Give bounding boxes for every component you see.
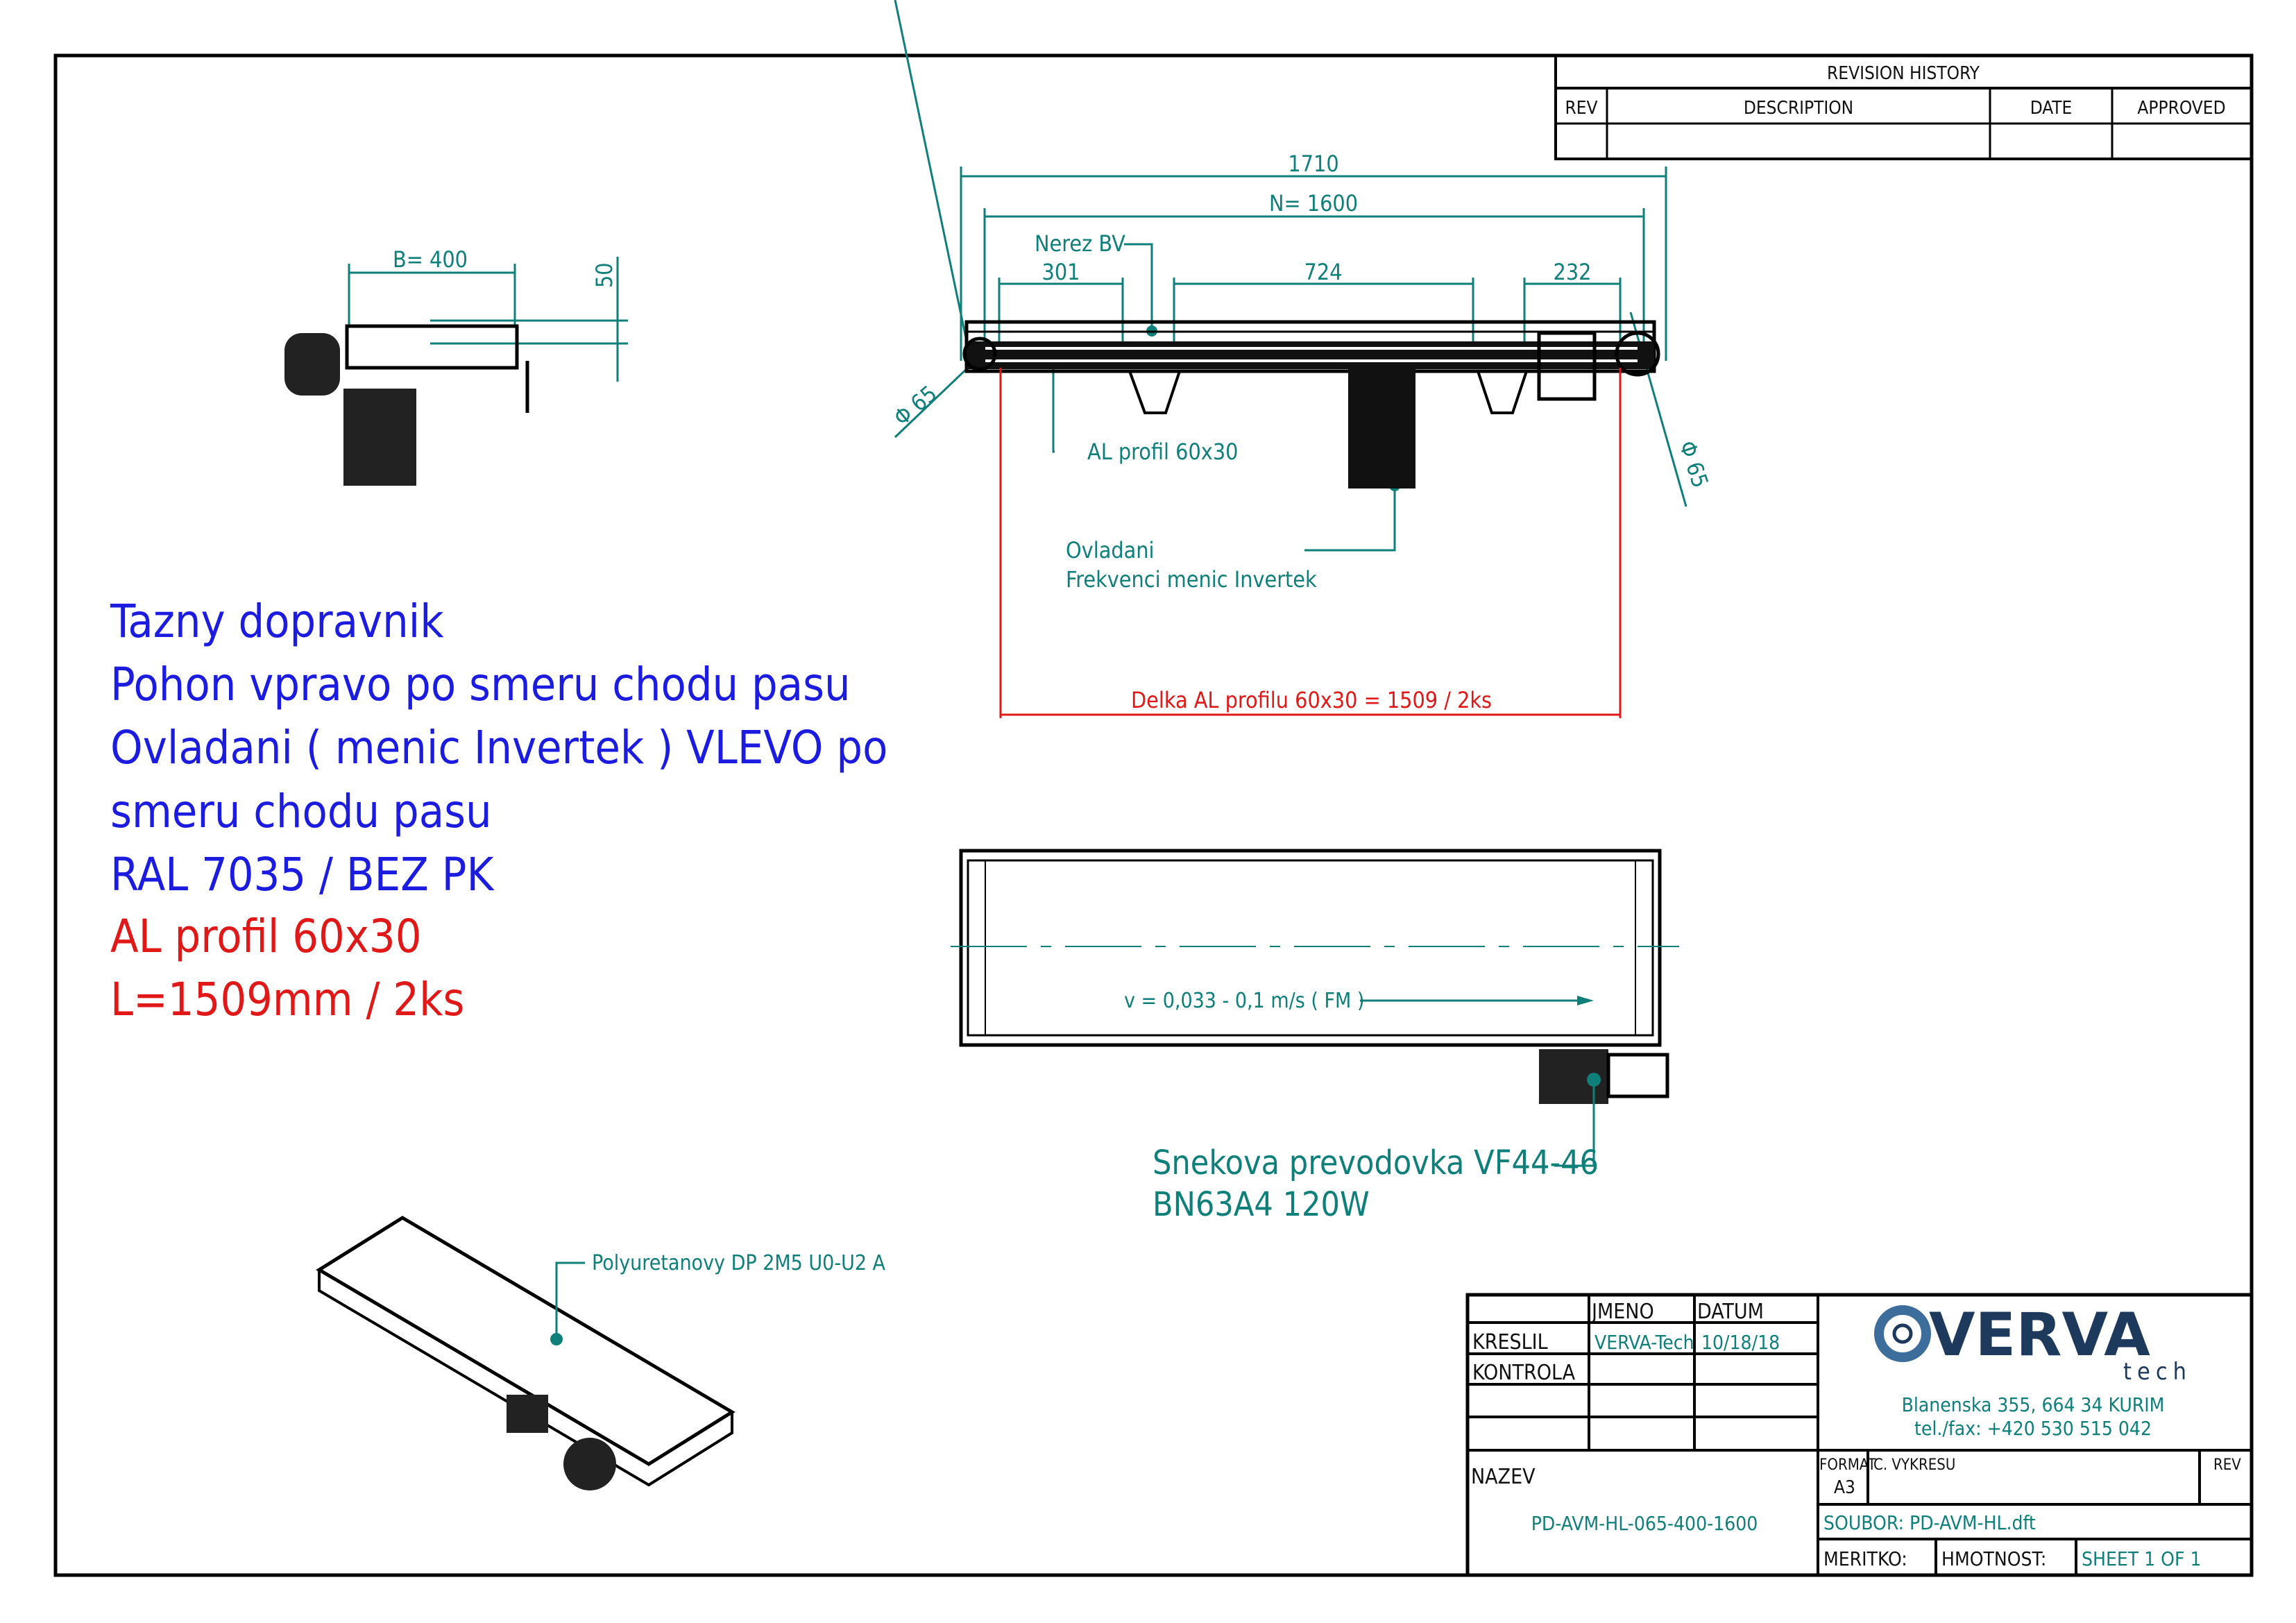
notes: Tazny dopravnik Pohon vpravo po smeru ch… xyxy=(110,595,887,1026)
note-line: smeru chodu pasu xyxy=(110,785,492,838)
logo-subtext: tech xyxy=(2123,1358,2192,1386)
motor-front xyxy=(1537,331,1597,401)
dim-b-width: B= 400 xyxy=(393,246,468,273)
belt-label: Polyuretanovy DP 2M5 U0-U2 A xyxy=(592,1251,886,1275)
format-label: FORMAT xyxy=(1819,1456,1877,1474)
dim-301: 301 xyxy=(1042,259,1080,285)
logo-text: VERVA xyxy=(1929,1300,2150,1370)
al-profil-label: AL profil 60x30 xyxy=(1087,439,1238,465)
kreslil-label: KRESLIL xyxy=(1472,1330,1548,1354)
datum-header: DATUM xyxy=(1697,1300,1764,1324)
jmeno-header: JMENO xyxy=(1590,1300,1654,1324)
kreslil-date: 10/18/18 xyxy=(1701,1331,1780,1354)
c-vykresu-label: C. VYKRESU xyxy=(1873,1456,1955,1474)
note-line: RAL 7035 / BEZ PK xyxy=(110,848,495,901)
revision-history-table: REVISION HISTORY REV DESCRIPTION DATE AP… xyxy=(1554,54,2253,160)
dim-232: 232 xyxy=(1554,259,1592,285)
rev-label: REV xyxy=(2213,1456,2241,1474)
hmotnost-label: HMOTNOST: xyxy=(1941,1547,2046,1570)
note-line: Ovladani ( menic Invertek ) VLEVO po xyxy=(110,721,887,774)
dim-phi-left: Φ 65 xyxy=(889,380,942,431)
soubor-value: SOUBOR: PD-AVM-HL.dft xyxy=(1823,1511,2036,1534)
menic-label: Frekvenci menic Invertek xyxy=(1066,566,1317,593)
note-line: Tazny dopravnik xyxy=(110,595,444,648)
note-line: Pohon vpravo po smeru chodu pasu xyxy=(110,658,851,711)
description-header: DESCRIPTION xyxy=(1744,98,1853,119)
top-view: v = 0,033 - 0,1 m/s ( FM ) Snekova prevo… xyxy=(951,849,1679,1224)
logo-ring-icon xyxy=(1874,1305,1931,1362)
kreslil-name: VERVA-Tech xyxy=(1595,1331,1694,1354)
control-box xyxy=(1348,368,1415,488)
speed-label: v = 0,033 - 0,1 m/s ( FM ) xyxy=(1124,989,1364,1013)
motor-label: BN63A4 120W xyxy=(1153,1185,1370,1224)
dim-height-50: 50 xyxy=(591,262,618,288)
note-line-red: L=1509mm / 2ks xyxy=(110,973,464,1026)
company-address: Blanenska 355, 664 34 KURIM xyxy=(1902,1393,2165,1416)
revision-history-title: REVISION HISTORY xyxy=(1827,63,1980,84)
dim-overall-length: 1710 xyxy=(1288,151,1338,177)
dim-724: 724 xyxy=(1304,259,1343,285)
front-view: 1710 N= 1600 301 724 232 Nerez BV AL pro… xyxy=(889,0,1714,718)
title-block: JMENO DATUM KRESLIL VERVA-Tech 10/18/18 … xyxy=(1465,1293,2254,1577)
nazev-value: PD-AVM-HL-065-400-1600 xyxy=(1531,1512,1758,1535)
al-length-dimension: Delka AL profilu 60x30 = 1509 / 2ks xyxy=(1131,687,1492,713)
nazev-label: NAZEV xyxy=(1471,1465,1536,1489)
meritko-label: MERITKO: xyxy=(1823,1547,1907,1570)
approved-header: APPROVED xyxy=(2137,98,2225,119)
nerez-label: Nerez BV xyxy=(1035,230,1125,257)
dim-n-length: N= 1600 xyxy=(1269,190,1358,216)
isometric-view: Polyuretanovy DP 2M5 U0-U2 A xyxy=(316,1216,886,1490)
date-header: DATE xyxy=(2030,98,2073,119)
sheet-number: SHEET 1 OF 1 xyxy=(2082,1547,2202,1570)
kontrola-label: KONTROLA xyxy=(1472,1361,1576,1385)
company-phone: tel./fax: +420 530 515 042 xyxy=(1914,1417,2152,1440)
note-line-red: AL profil 60x30 xyxy=(110,910,421,963)
verva-logo: VERVA tech xyxy=(1874,1300,2192,1386)
ovladani-label: Ovladani xyxy=(1066,537,1155,563)
gearbox-label: Snekova prevodovka VF44-46 xyxy=(1153,1144,1599,1182)
belt-links xyxy=(985,347,1638,362)
format-value: A3 xyxy=(1834,1477,1855,1498)
side-view: B= 400 50 xyxy=(284,246,628,486)
rev-header: REV xyxy=(1565,98,1597,119)
sheet-border xyxy=(53,53,2254,1577)
